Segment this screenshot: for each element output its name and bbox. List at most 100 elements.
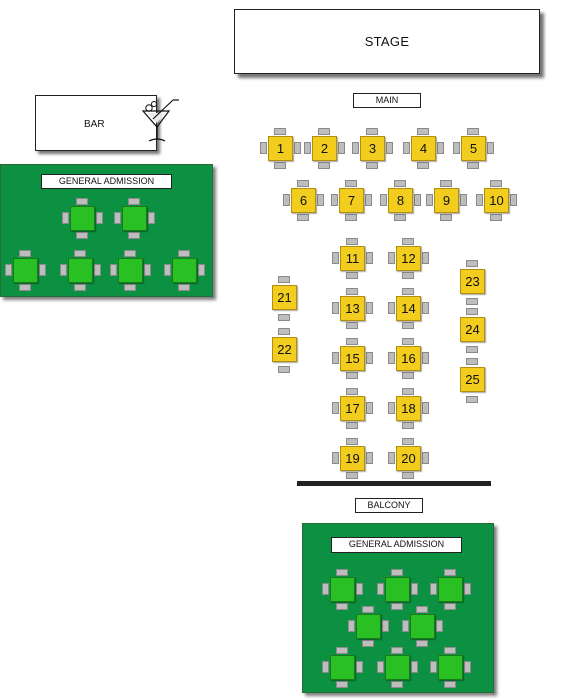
chair [386, 142, 393, 154]
bar-label: BAR [84, 119, 105, 130]
chair [278, 328, 290, 335]
chair [318, 128, 330, 135]
chair [430, 583, 437, 595]
chair [336, 569, 348, 576]
chair [297, 180, 309, 187]
ga-table-top [385, 655, 410, 680]
chair [346, 472, 358, 479]
chair [332, 352, 339, 364]
table-5[interactable]: 5 [453, 128, 494, 169]
ga-table [60, 250, 101, 291]
chair [444, 647, 456, 654]
ga-table [62, 198, 103, 239]
chair [403, 142, 410, 154]
chair [345, 180, 357, 187]
chair [110, 264, 117, 276]
table-19-label: 19 [340, 446, 365, 471]
table-15[interactable]: 15 [332, 338, 373, 379]
table-19[interactable]: 19 [332, 438, 373, 479]
chair [394, 180, 406, 187]
chair [464, 661, 471, 673]
chair [332, 252, 339, 264]
ga-table [430, 647, 471, 688]
chair [444, 603, 456, 610]
chair [19, 284, 31, 291]
ga-table-top [68, 258, 93, 283]
chair [467, 128, 479, 135]
chair [345, 214, 357, 221]
chair [414, 194, 421, 206]
chair [510, 194, 517, 206]
chair [60, 264, 67, 276]
table-12[interactable]: 12 [388, 238, 429, 279]
chair [422, 252, 429, 264]
table-22[interactable]: 22 [271, 328, 298, 373]
main-section-label: MAIN [353, 93, 421, 108]
chair [388, 352, 395, 364]
chair [430, 661, 437, 673]
balcony-section-label: BALCONY [355, 498, 423, 513]
table-7[interactable]: 7 [331, 180, 372, 221]
table-25[interactable]: 25 [459, 358, 486, 403]
chair [365, 194, 372, 206]
ga-table [402, 606, 443, 647]
table-13[interactable]: 13 [332, 288, 373, 329]
table-14[interactable]: 14 [388, 288, 429, 329]
table-9[interactable]: 9 [426, 180, 467, 221]
table-2[interactable]: 2 [304, 128, 345, 169]
table-9-label: 9 [434, 188, 459, 213]
table-24-label: 24 [460, 317, 485, 342]
table-10[interactable]: 10 [476, 180, 517, 221]
table-21[interactable]: 21 [271, 276, 298, 321]
chair [440, 180, 452, 187]
ga-table [5, 250, 46, 291]
chair [362, 606, 374, 613]
chair [346, 372, 358, 379]
table-3[interactable]: 3 [352, 128, 393, 169]
ga-table [348, 606, 389, 647]
chair [346, 238, 358, 245]
table-24[interactable]: 24 [459, 308, 486, 353]
chair [453, 142, 460, 154]
ga-table [377, 569, 418, 610]
chair [283, 194, 290, 206]
table-4[interactable]: 4 [403, 128, 444, 169]
chair [362, 640, 374, 647]
chair [382, 620, 389, 632]
table-10-label: 10 [484, 188, 509, 213]
table-18[interactable]: 18 [388, 388, 429, 429]
chair [490, 214, 502, 221]
ga-table-top [122, 206, 147, 231]
chair [394, 214, 406, 221]
chair [346, 438, 358, 445]
table-8[interactable]: 8 [380, 180, 421, 221]
table-25-label: 25 [460, 367, 485, 392]
bar: BAR [35, 95, 179, 151]
table-23[interactable]: 23 [459, 260, 486, 305]
chair [304, 142, 311, 154]
chair [402, 388, 414, 395]
chair [467, 162, 479, 169]
ga-table-top [13, 258, 38, 283]
chair [411, 583, 418, 595]
chair [76, 232, 88, 239]
table-6-label: 6 [291, 188, 316, 213]
chair [5, 264, 12, 276]
chair [464, 583, 471, 595]
table-17[interactable]: 17 [332, 388, 373, 429]
chair [39, 264, 46, 276]
table-16[interactable]: 16 [388, 338, 429, 379]
chair [322, 661, 329, 673]
chair [356, 661, 363, 673]
table-20[interactable]: 20 [388, 438, 429, 479]
chair [178, 250, 190, 257]
table-6[interactable]: 6 [283, 180, 324, 221]
chair [19, 250, 31, 257]
table-11[interactable]: 11 [332, 238, 373, 279]
chair [332, 302, 339, 314]
table-1[interactable]: 1 [260, 128, 301, 169]
chair [332, 402, 339, 414]
table-11-label: 11 [340, 246, 365, 271]
chair [366, 162, 378, 169]
chair [377, 583, 384, 595]
